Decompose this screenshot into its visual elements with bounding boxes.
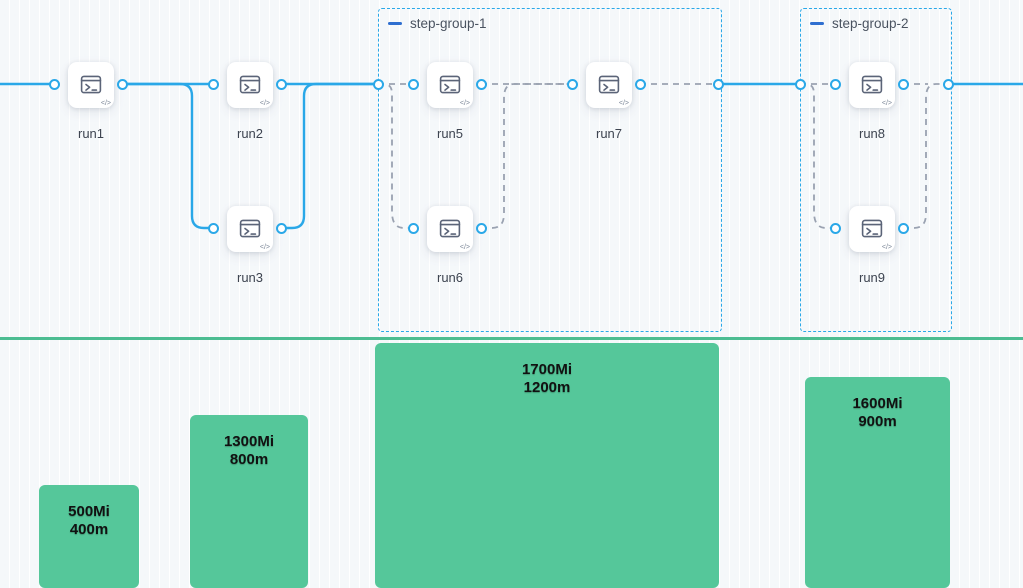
port-run9-in[interactable] (829, 222, 841, 234)
terminal-icon (438, 73, 462, 97)
minus-icon[interactable] (388, 22, 402, 25)
port-group1-in[interactable] (372, 78, 384, 90)
group-label-step-group-1[interactable]: step-group-1 (388, 16, 487, 31)
code-tag-icon[interactable]: </> (259, 100, 270, 107)
edge-run1-to-run3 (122, 82, 213, 230)
port-run8-out[interactable] (897, 78, 909, 90)
terminal-icon (438, 217, 462, 241)
port-run5-in[interactable] (407, 78, 419, 90)
minus-icon[interactable] (810, 22, 824, 25)
port-group2-in[interactable] (794, 78, 806, 90)
group-label-text: step-group-1 (410, 16, 487, 31)
node-label-run8: run8 (858, 126, 886, 141)
port-run3-out[interactable] (275, 222, 287, 234)
port-run7-out[interactable] (634, 78, 646, 90)
terminal-icon (860, 73, 884, 97)
node-run9[interactable]: </> (849, 206, 895, 252)
bar-cpu-value: 900m (858, 413, 897, 430)
port-group2-out[interactable] (942, 78, 954, 90)
port-run2-in[interactable] (207, 78, 219, 90)
port-run8-in[interactable] (829, 78, 841, 90)
bar-memory-value: 500Mi (68, 503, 110, 520)
bar-cpu-value: 400m (69, 521, 109, 538)
timeline-rule (0, 337, 1023, 340)
port-run1-out[interactable] (116, 78, 128, 90)
port-run5-out[interactable] (475, 78, 487, 90)
node-label-run6: run6 (436, 270, 464, 285)
group-label-text: step-group-2 (832, 16, 909, 31)
node-label-run1: run1 (77, 126, 105, 141)
node-run1[interactable]: </> (68, 62, 114, 108)
port-group1-out[interactable] (712, 78, 724, 90)
terminal-icon (238, 73, 262, 97)
node-label-run2: run2 (236, 126, 264, 141)
bar-memory-value: 1600Mi (852, 395, 903, 412)
node-run7[interactable]: </> (586, 62, 632, 108)
port-run7-in[interactable] (566, 78, 578, 90)
port-run1-in[interactable] (48, 78, 60, 90)
port-run9-out[interactable] (897, 222, 909, 234)
bar-cpu-value: 800m (229, 451, 269, 468)
bar-memory-value: 1700Mi (521, 361, 573, 378)
port-run2-out[interactable] (275, 78, 287, 90)
bar-cpu-value: 1200m (523, 379, 571, 396)
port-run6-out[interactable] (475, 222, 487, 234)
bar-memory-value: 1300Mi (223, 433, 275, 450)
port-run3-in[interactable] (207, 222, 219, 234)
node-run5[interactable]: </> (427, 62, 473, 108)
terminal-icon (597, 73, 621, 97)
terminal-icon (238, 217, 262, 241)
node-label-run9: run9 (858, 270, 886, 285)
node-label-run5: run5 (436, 126, 464, 141)
code-tag-icon[interactable]: </> (881, 100, 892, 107)
node-run3[interactable]: </> (227, 206, 273, 252)
code-tag-icon[interactable]: </> (259, 244, 270, 251)
code-tag-icon[interactable]: </> (459, 100, 470, 107)
code-tag-icon[interactable]: </> (881, 244, 892, 251)
node-run8[interactable]: </> (849, 62, 895, 108)
port-run6-in[interactable] (407, 222, 419, 234)
code-tag-icon[interactable]: </> (459, 244, 470, 251)
node-label-run3: run3 (236, 270, 264, 285)
code-tag-icon[interactable]: </> (618, 100, 629, 107)
edge-run3-to-group1 (281, 82, 378, 230)
code-tag-icon[interactable]: </> (100, 100, 111, 107)
terminal-icon (860, 217, 884, 241)
node-run6[interactable]: </> (427, 206, 473, 252)
node-run2[interactable]: </> (227, 62, 273, 108)
group-label-step-group-2[interactable]: step-group-2 (810, 16, 909, 31)
terminal-icon (79, 73, 103, 97)
node-label-run7: run7 (595, 126, 623, 141)
